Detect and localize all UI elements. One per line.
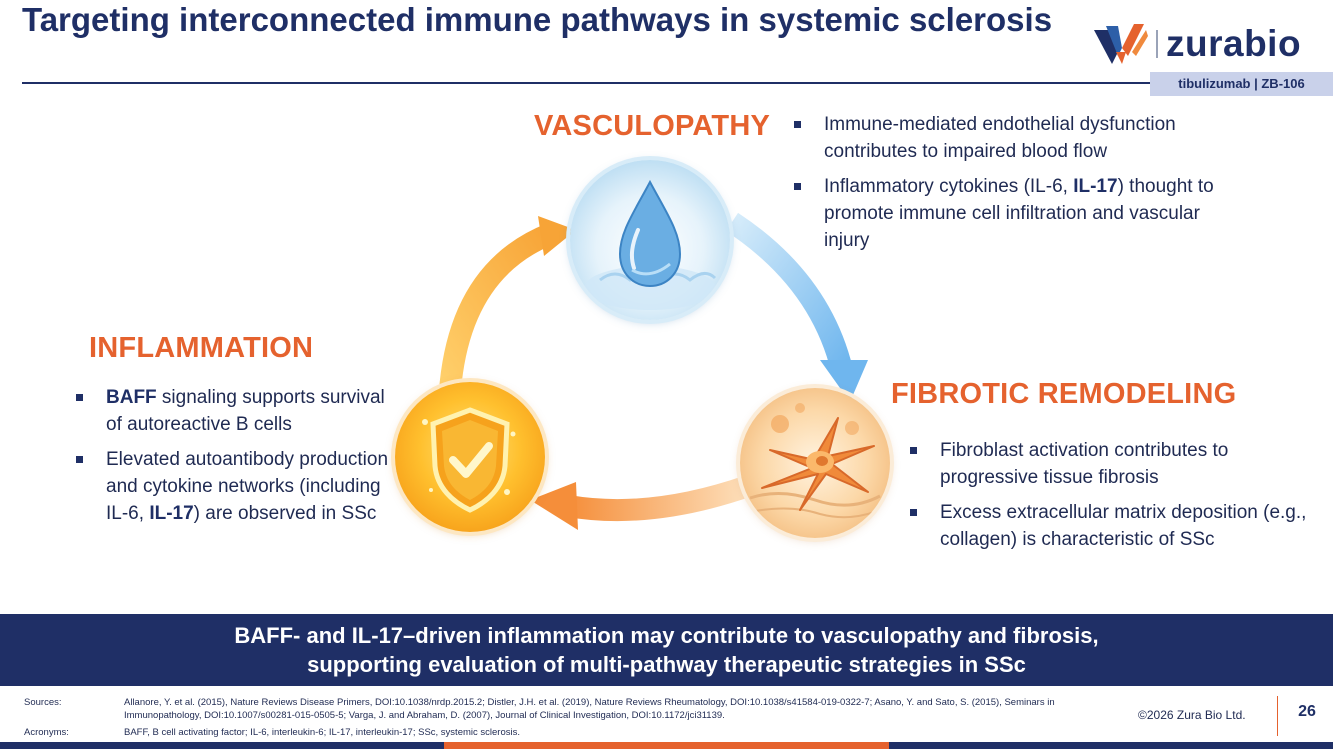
logo-wordmark: zurabio bbox=[1166, 23, 1302, 64]
footer: Sources: Allanore, Y. et al. (2015), Nat… bbox=[0, 692, 1333, 742]
zurabio-logo-mark-icon bbox=[1094, 24, 1148, 64]
slide-title: Targeting interconnected immune pathways… bbox=[22, 1, 1053, 38]
fibrotic-image bbox=[740, 388, 890, 538]
water-drop-icon bbox=[584, 179, 717, 310]
copyright: ©2026 Zura Bio Ltd. bbox=[1138, 708, 1246, 722]
bottom-bar-segment bbox=[0, 742, 445, 749]
vasculopathy-image bbox=[570, 160, 730, 320]
pathway-cycle-diagram bbox=[380, 160, 900, 560]
bottom-bar-segment bbox=[444, 742, 889, 749]
fibrotic-bullets: Fibroblast activation contributes to pro… bbox=[910, 437, 1310, 561]
key-message-banner: BAFF- and IL-17–driven inflammation may … bbox=[0, 614, 1333, 686]
heading-inflammation: INFLAMMATION bbox=[89, 332, 314, 364]
heading-fibrotic-remodeling: FIBROTIC REMODELING bbox=[891, 378, 1237, 410]
zurabio-logo: zurabio bbox=[1092, 22, 1322, 66]
banner-line-2: supporting evaluation of multi-pathway t… bbox=[307, 652, 1026, 677]
page-number: 26 bbox=[1298, 703, 1316, 720]
heading-vasculopathy: VASCULOPATHY bbox=[534, 110, 771, 142]
list-item: Fibroblast activation contributes to pro… bbox=[910, 437, 1310, 491]
list-item: Elevated autoantibody production and cyt… bbox=[76, 446, 396, 527]
title-underline bbox=[22, 82, 1150, 84]
cycle-arrows bbox=[439, 212, 868, 530]
arrow-head-orange-left bbox=[538, 216, 576, 256]
logo-separator bbox=[1156, 30, 1158, 58]
list-item: BAFF signaling supports survival of auto… bbox=[76, 384, 396, 438]
fibroblast-cell-icon bbox=[749, 403, 881, 519]
inflammation-image bbox=[395, 382, 545, 532]
footer-divider bbox=[1277, 696, 1278, 736]
bottom-bar-segment bbox=[888, 742, 1333, 749]
list-item: Inflammatory cytokines (IL-6, IL-17) tho… bbox=[794, 173, 1234, 254]
arrow-head-orange-bottom bbox=[530, 482, 578, 530]
acronyms-text: BAFF, B cell activating factor; IL-6, in… bbox=[124, 727, 520, 738]
list-item: Excess extracellular matrix deposition (… bbox=[910, 499, 1310, 553]
arrow-vasculopathy-to-fibrotic bbox=[725, 212, 853, 373]
arrow-fibrotic-to-inflammation bbox=[566, 475, 752, 522]
list-item: Immune-mediated endothelial dysfunction … bbox=[794, 111, 1234, 165]
banner-line-1: BAFF- and IL-17–driven inflammation may … bbox=[234, 623, 1099, 648]
bottom-color-bar bbox=[0, 742, 1333, 749]
product-tag: tibulizumab | ZB-106 bbox=[1150, 72, 1333, 96]
sources-text: Allanore, Y. et al. (2015), Nature Revie… bbox=[124, 697, 1055, 721]
arrow-head-blue bbox=[820, 360, 868, 402]
inflammation-bullets: BAFF signaling supports survival of auto… bbox=[76, 384, 396, 535]
arrow-inflammation-to-vasculopathy bbox=[439, 223, 555, 391]
acronyms-label: Acronyms: bbox=[24, 727, 69, 738]
shield-check-icon bbox=[422, 407, 516, 513]
vasculopathy-bullets: Immune-mediated endothelial dysfunction … bbox=[794, 111, 1234, 262]
sources-label: Sources: bbox=[24, 697, 62, 708]
